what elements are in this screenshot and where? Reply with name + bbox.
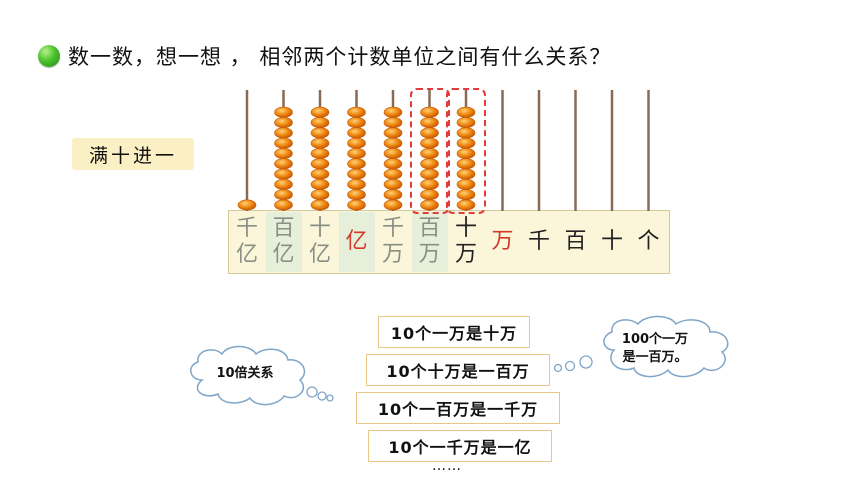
- abacus-bead: [310, 158, 330, 170]
- place-label: 千 万: [381, 216, 404, 267]
- abacus-bead: [310, 106, 330, 118]
- abacus-bead: [383, 148, 403, 160]
- place-label: 十: [600, 229, 623, 254]
- abacus-bead: [310, 178, 330, 190]
- abacus-bead: [310, 148, 330, 160]
- cloud-left-text: 10倍关系: [216, 366, 274, 381]
- rule-label: 满十进一: [72, 138, 194, 170]
- cloud-right-text: 100个一万 是一百万。: [621, 332, 689, 365]
- highlight-box-baiwan: [410, 88, 450, 214]
- place-label: 十 万: [454, 216, 477, 267]
- abacus-bead: [237, 199, 257, 211]
- place-label: 十 亿: [308, 216, 331, 267]
- relation-box: 10个一百万是一千万: [356, 392, 560, 424]
- abacus-bead: [274, 189, 293, 201]
- abacus-bead: [383, 189, 403, 201]
- ellipsis: ……: [432, 458, 462, 474]
- abacus-bead: [347, 127, 366, 139]
- abacus-bead: [274, 117, 293, 129]
- abacus-bead: [274, 168, 293, 180]
- relation-box: 10个一万是十万: [378, 316, 530, 348]
- place-label: 万: [491, 229, 514, 254]
- place-label: 千: [527, 229, 550, 254]
- place-label: 千 亿: [235, 216, 258, 267]
- highlight-box-shiwan: [446, 88, 486, 214]
- abacus-bead: [310, 189, 330, 201]
- place-label: 个: [637, 229, 660, 254]
- place-label: 亿: [338, 212, 375, 272]
- abacus-bead: [274, 199, 293, 211]
- abacus-bead: [383, 117, 403, 129]
- abacus-bead: [347, 137, 366, 149]
- abacus-bead: [347, 158, 366, 170]
- thought-cloud-left: [190, 345, 334, 406]
- abacus-bead: [274, 148, 293, 160]
- place-label: 百 亿: [265, 212, 302, 272]
- abacus-bead: [310, 137, 330, 149]
- abacus-bead: [383, 158, 403, 170]
- abacus-bead: [274, 137, 293, 149]
- abacus-bead: [347, 168, 366, 180]
- abacus-bead: [310, 127, 330, 139]
- abacus-bead: [347, 117, 366, 129]
- abacus-bead: [347, 148, 366, 160]
- green-bullet-icon: [38, 45, 60, 67]
- question-header: 数一数，想一想 ， 相邻两个计数单位之间有什么关系？: [38, 40, 611, 72]
- abacus-bead: [347, 189, 366, 201]
- abacus-bead: [274, 158, 293, 170]
- thought-cloud-right: [553, 315, 729, 378]
- abacus-bead: [274, 178, 293, 190]
- abacus-bead: [347, 178, 366, 190]
- relation-box: 10个一千万是一亿: [368, 430, 552, 462]
- abacus-bead: [383, 178, 403, 190]
- abacus-bead: [383, 168, 403, 180]
- abacus-bead: [383, 127, 403, 139]
- abacus-bead: [274, 127, 293, 139]
- abacus-bead: [310, 168, 330, 180]
- abacus-bead: [347, 106, 366, 118]
- abacus-bead: [383, 199, 403, 211]
- abacus-bead: [347, 199, 366, 211]
- abacus-bead: [383, 137, 403, 149]
- abacus-bead: [310, 117, 330, 129]
- place-label: 百 万: [411, 212, 448, 272]
- place-label: 百: [564, 229, 587, 254]
- relation-box: 10个十万是一百万: [366, 354, 550, 386]
- abacus-bead: [383, 106, 403, 118]
- abacus-bead: [310, 199, 330, 211]
- question-text: 数一数，想一想 ， 相邻两个计数单位之间有什么关系？: [68, 45, 612, 69]
- abacus-bead: [274, 106, 293, 118]
